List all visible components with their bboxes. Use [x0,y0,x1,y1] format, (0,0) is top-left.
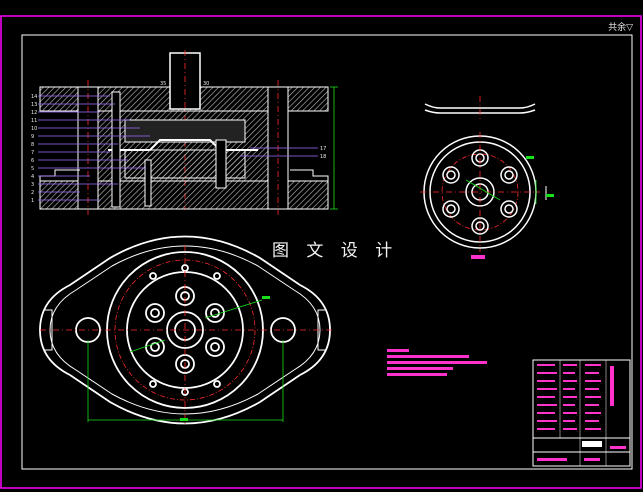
part-number: 6 [31,158,34,164]
punch-body [124,119,246,143]
part-number: 1 [31,198,34,204]
part-number: 5 [31,166,34,172]
part-number-right: 17 [320,146,326,152]
outer-border [0,15,642,489]
flange-plan-view [420,132,547,252]
part-number: 12 [31,110,37,116]
dimension-tag [546,194,554,197]
callout-leaders [38,95,318,201]
top-dimension-right: 30 [203,81,209,87]
pin-center [144,159,152,207]
part-number: 8 [31,142,34,148]
part-number: 4 [31,174,34,180]
part-number: 14 [31,94,37,100]
dimension-tag [526,156,534,159]
part-number: 2 [31,190,34,196]
part-number: 13 [31,102,37,108]
mold-section-view: 14 13 12 11 10 9 8 7 6 5 4 3 2 1 17 18 3… [31,50,338,215]
section-label-tag [471,255,485,259]
dimension-tag [262,296,270,299]
part-number-labels: 14 13 12 11 10 9 8 7 6 5 4 3 2 1 17 18 3… [31,81,326,204]
inner-border [21,34,633,470]
die-plan-view [39,235,335,425]
watermark-text: 图 文 设 计 [272,241,399,261]
part-number: 10 [31,126,37,132]
technical-notes [387,349,487,376]
part-number: 7 [31,150,34,156]
lower-insert [124,149,246,179]
part-number: 9 [31,134,34,140]
top-dimension-left: 35 [160,81,166,87]
screw-right [215,139,227,189]
part-number: 3 [31,182,34,188]
surface-finish-note: 共余▽ [608,23,633,33]
dimension-tag [180,418,188,421]
screw-left [111,91,121,208]
part-number-right: 18 [320,154,326,160]
base-step-right [290,169,329,181]
part-number: 11 [31,118,37,124]
title-block [532,359,631,467]
part-profile-view [424,96,536,120]
base-step [39,169,80,181]
